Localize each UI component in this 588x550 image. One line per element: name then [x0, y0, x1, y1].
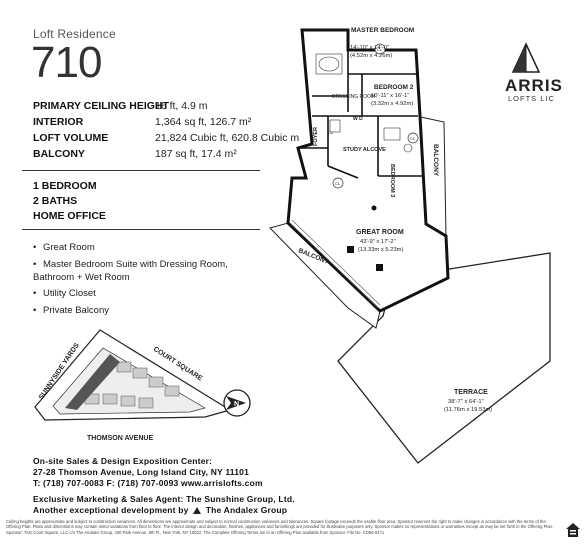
spec-label-volume: LOFT VOLUME	[33, 132, 109, 144]
summary-office: HOME OFFICE	[33, 210, 106, 222]
summary-baths: 2 BATHS	[33, 195, 78, 207]
feature-item: •Master Bedroom Suite with Dressing Room…	[33, 259, 228, 283]
spec-label-balcony: BALCONY	[33, 148, 85, 160]
room-label-great-room: GREAT ROOM	[356, 229, 404, 236]
terrace-dim-1: 38'-7" x 64'-1"	[448, 399, 484, 405]
closet-label: CL	[377, 47, 383, 52]
unit-subtitle: Loft Residence	[33, 27, 116, 41]
north-arrow-icon: N	[223, 389, 251, 417]
room-dim-great-1: 43'-9" x 17'-2"	[360, 239, 396, 245]
room-dim-great-2: (13.33m x 5.23m)	[358, 247, 403, 253]
spec-value-balcony: 187 sq ft, 17.4 m²	[155, 148, 237, 160]
feature-text: Great Room	[43, 242, 95, 253]
terrace-dim-2: (11.76m x 19.53m)	[444, 407, 492, 413]
room-label-foyer: FOYER	[313, 127, 319, 146]
feature-item: •Great Room	[33, 242, 95, 253]
column	[376, 264, 383, 271]
room-dim-bedroom2-1: 10'-11" x 16'-1"	[371, 93, 409, 99]
room-label-bedroom2: BEDROOM 2	[374, 84, 414, 91]
divider	[22, 229, 260, 230]
room-dim-master-1: 14'-10" x 14'-0"	[350, 45, 389, 51]
room-label-study: STUDY ALCOVE	[343, 147, 386, 153]
contact-line: 27-28 Thomson Avenue, Long Island City, …	[33, 467, 250, 477]
arris-logo-icon	[511, 42, 541, 73]
spec-label-interior: INTERIOR	[33, 116, 84, 128]
logo-wordmark: ARRIS	[505, 76, 563, 95]
andalex-logo-icon	[193, 507, 202, 514]
washer-dryer-label: W D	[353, 116, 363, 122]
developer-name: The Andalex Group	[205, 505, 288, 515]
closet-label: CL	[335, 181, 341, 186]
divider	[22, 170, 260, 171]
column	[347, 246, 354, 253]
equal-housing-icon	[566, 523, 580, 537]
balcony-label-right: BALCONY	[432, 144, 439, 177]
summary-bedrooms: 1 BEDROOM	[33, 180, 97, 192]
unit-number: 710	[31, 38, 102, 87]
contact-line: On-site Sales & Design Exposition Center…	[33, 456, 213, 466]
room-dim-bedroom2-2: (3.32m x 4.92m)	[371, 101, 413, 107]
spec-value-interior: 1,364 sq ft, 126.7 m²	[155, 116, 252, 128]
street-label-bottom: THOMSON AVENUE	[87, 435, 153, 442]
north-label: N	[234, 401, 239, 408]
legal-disclaimer: Ceiling heights are approximate and subj…	[6, 519, 554, 535]
contact-line: T: (718) 707-0083 F: (718) 707-0093 www.…	[33, 478, 263, 488]
contact-line: Exclusive Marketing & Sales Agent: The S…	[33, 494, 295, 504]
closet-label: CL	[328, 130, 334, 135]
room-label-dressing: DRESSING ROOM	[332, 94, 375, 100]
contact-line: Another exceptional development by The A…	[33, 505, 287, 515]
terrace-label: TERRACE	[454, 389, 488, 396]
developer-intro: Another exceptional development by	[33, 505, 189, 515]
feature-text: Private Balcony	[43, 305, 110, 316]
logo-subtitle: LOFTS LIC	[508, 94, 555, 103]
closet-label: CL	[410, 136, 416, 141]
floor-plan: MASTER BEDROOM 14'-10" x 14'-0" (4.52m x…	[269, 27, 551, 464]
key-plan: SUNNYSIDE YARDS COURT SQUARE THOMSON AVE…	[34, 329, 232, 442]
feature-text: Master Bedroom Suite with Dressing Room,…	[33, 259, 228, 283]
room-dim-master-2: (4.52m x 4.26m)	[350, 53, 392, 59]
spec-value-ceiling: 16 ft, 4.9 m	[155, 100, 208, 112]
spec-value-volume: 21,824 Cubic ft, 620.8 Cubic m	[155, 132, 300, 144]
balcony-bottom-outline	[269, 222, 381, 329]
spec-label-ceiling: PRIMARY CEILING HEIGHT	[33, 100, 169, 112]
room-label-bedroom3: BEDROOM 3	[389, 164, 395, 197]
unit-outline	[286, 28, 450, 313]
column	[371, 205, 377, 211]
room-label-master-bedroom: MASTER BEDROOM	[351, 27, 414, 34]
feature-text: Utility Closet	[43, 288, 96, 299]
feature-item: •Private Balcony	[33, 305, 110, 316]
feature-item: •Utility Closet	[33, 288, 96, 299]
